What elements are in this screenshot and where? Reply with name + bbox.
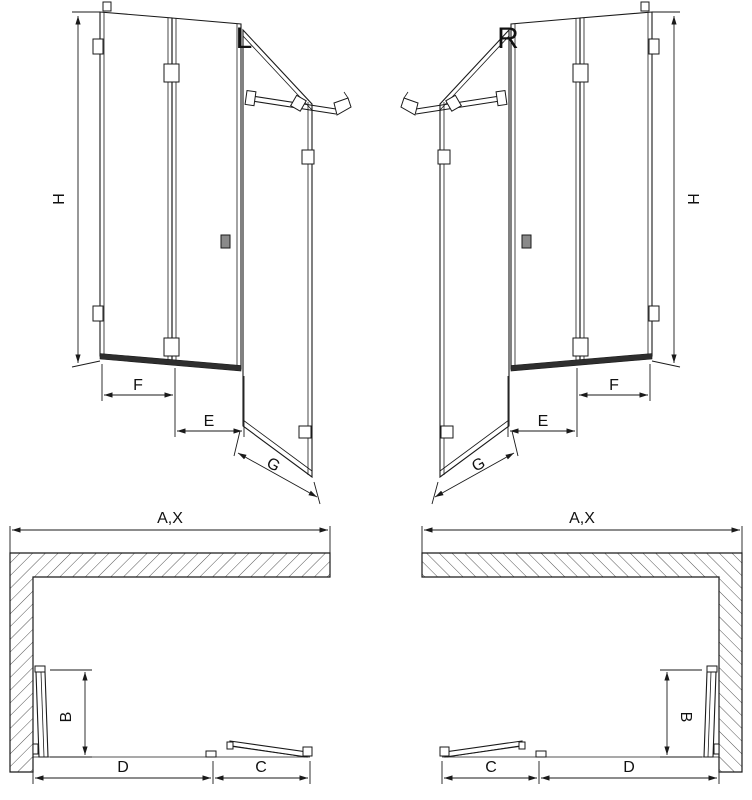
front-view-right: R H F E G <box>401 2 701 504</box>
dim-label-d-left: D <box>117 759 129 776</box>
dim-label-ax-left: A,X <box>157 510 183 527</box>
plan-view-right: A,X B C D <box>422 510 742 784</box>
dim-label-c-left: C <box>255 759 267 776</box>
front-view-left: L H F E G <box>51 2 351 504</box>
dim-label-b-right: B <box>677 712 694 723</box>
plan-view-left-geometry <box>10 526 330 784</box>
dim-label-h-right: H <box>684 193 701 205</box>
dim-label-ax-right: A,X <box>569 510 595 527</box>
variant-label-right: R <box>497 22 519 55</box>
dim-label-f-left: F <box>133 377 143 394</box>
dim-label-g-left: G <box>264 455 283 476</box>
dim-label-e-right: E <box>538 413 549 430</box>
dim-label-d-right: D <box>623 759 635 776</box>
dim-label-c-right: C <box>485 759 497 776</box>
plan-view-right-geometry <box>422 526 742 784</box>
variant-label-left: L <box>236 22 253 55</box>
plan-view-left: A,X B D C <box>10 510 330 784</box>
dim-label-g-right: G <box>469 455 488 476</box>
dim-label-b-left: B <box>58 712 75 723</box>
dim-label-e-left: E <box>204 413 215 430</box>
dim-label-f-right: F <box>609 377 619 394</box>
dim-label-h-left: H <box>51 193 68 205</box>
